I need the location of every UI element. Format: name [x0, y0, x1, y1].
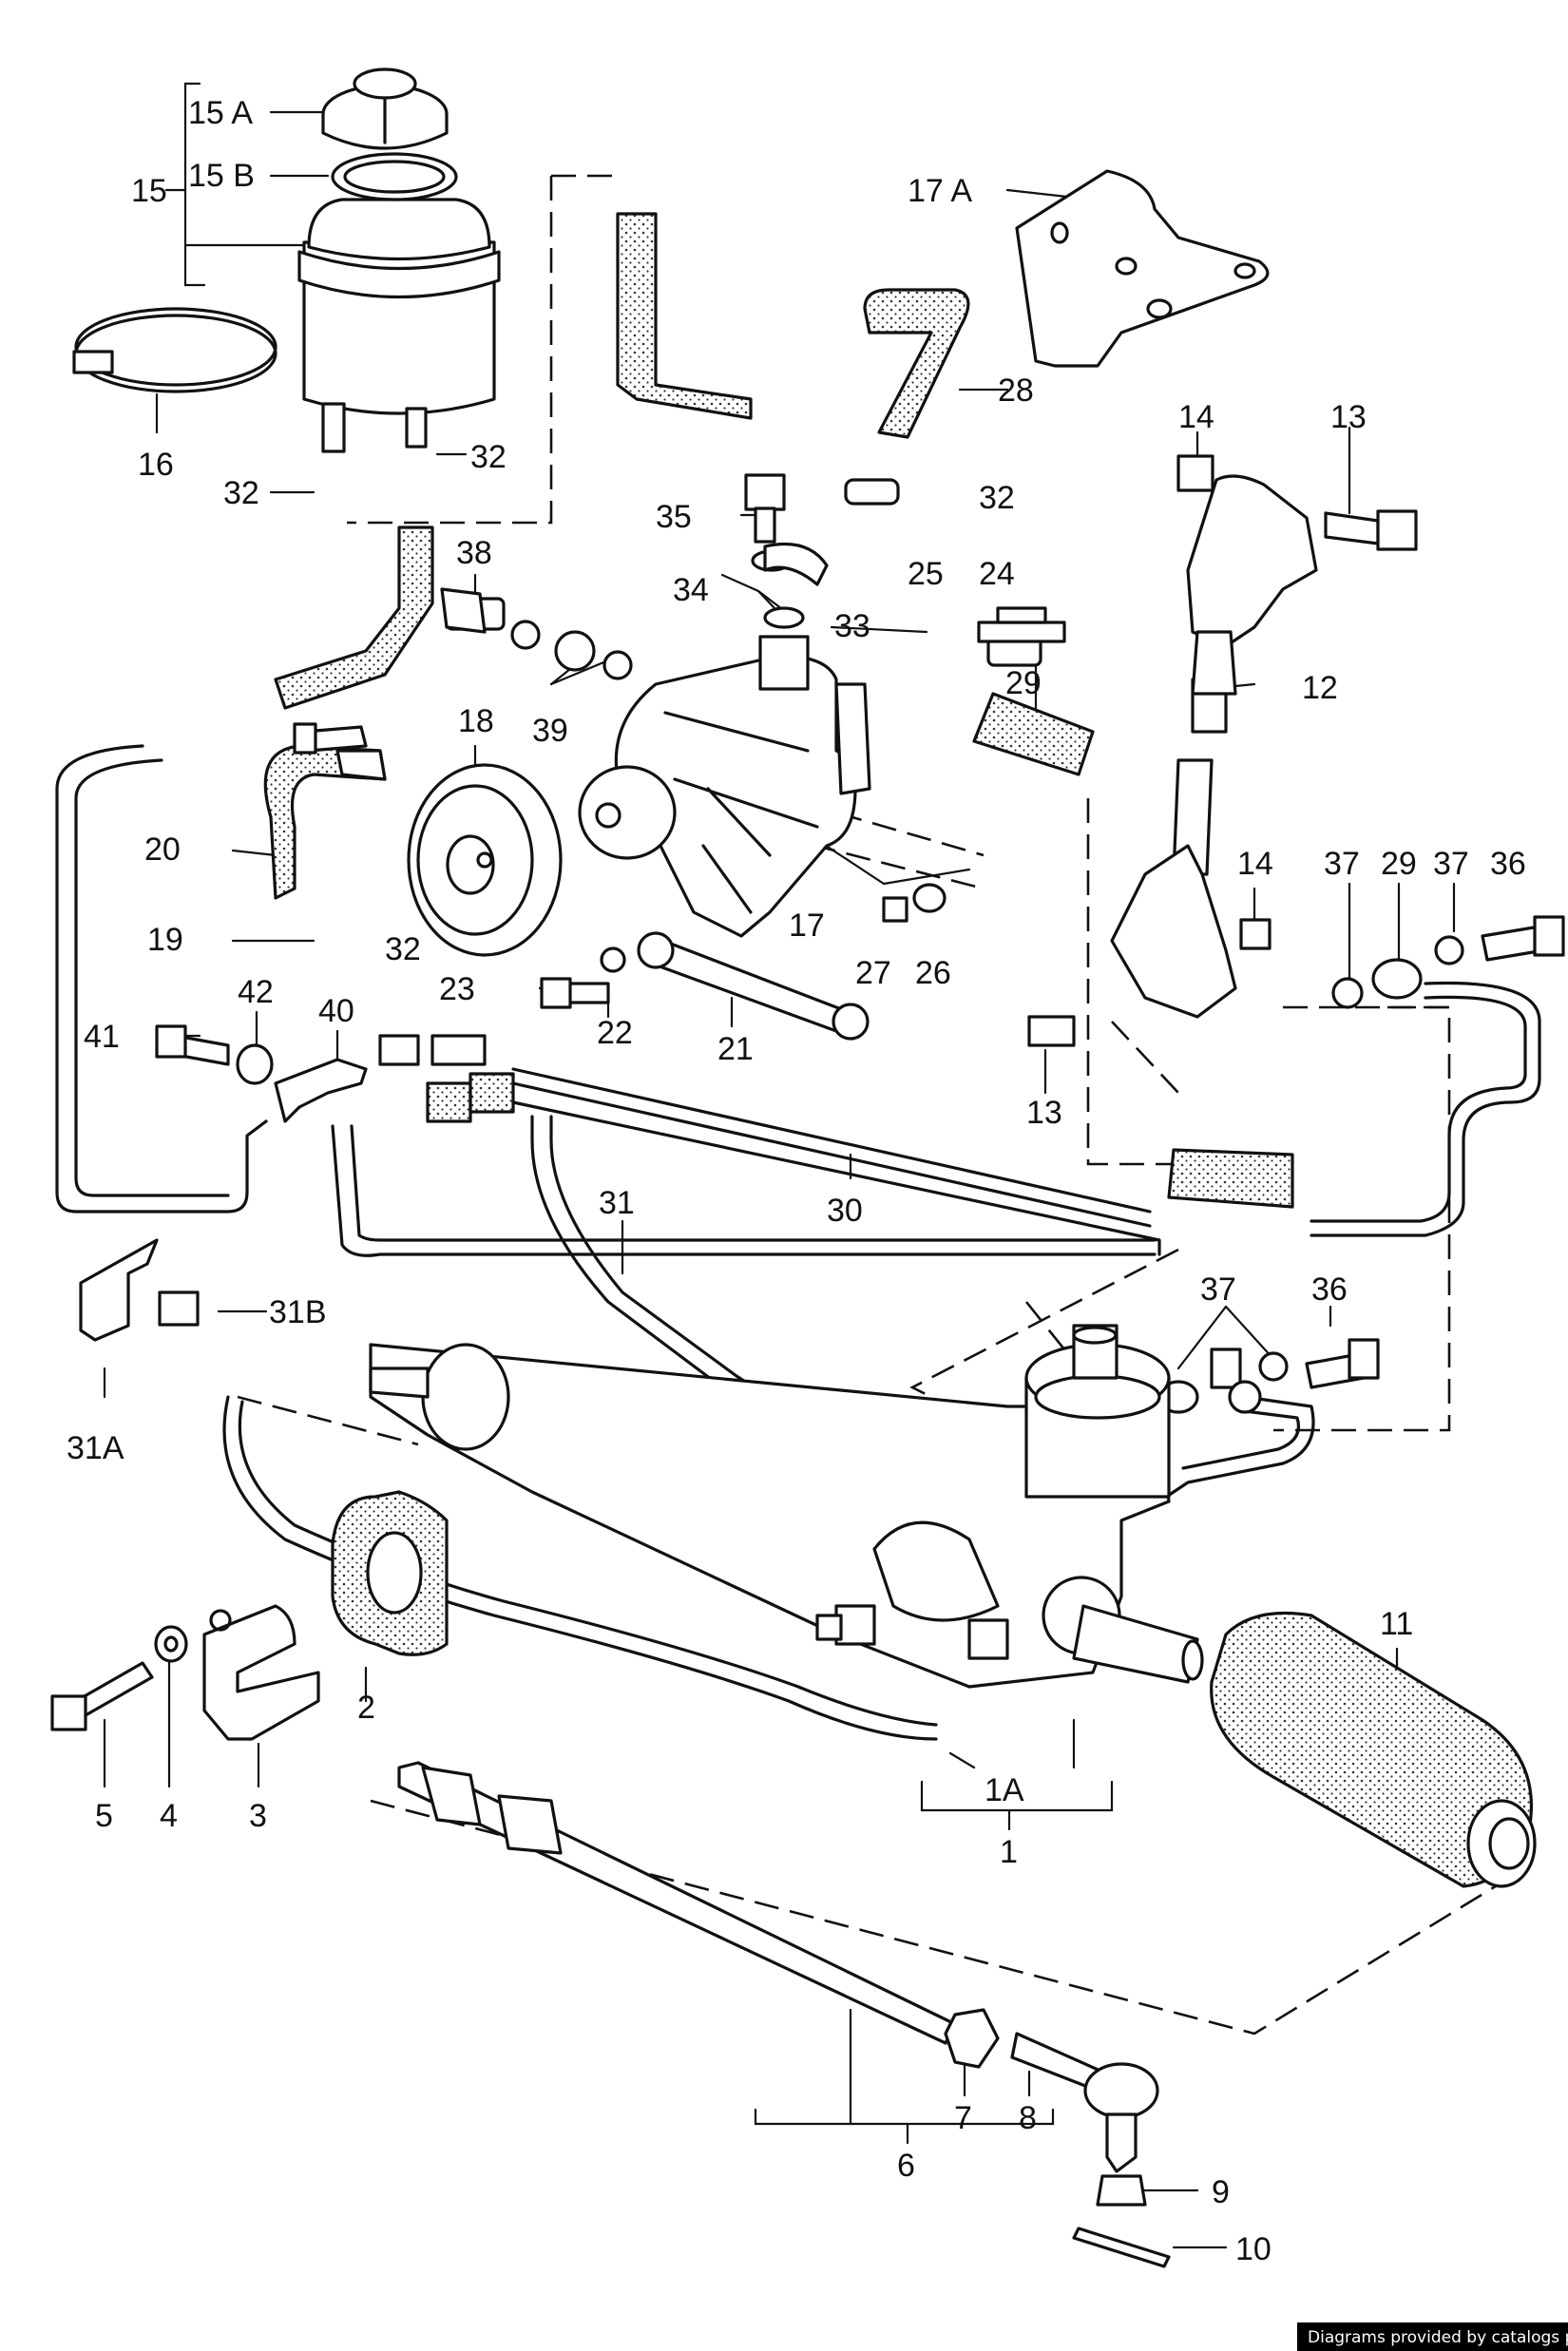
label-32: 32	[223, 475, 259, 511]
label-30: 30	[827, 1193, 863, 1229]
label-35: 35	[656, 499, 692, 535]
label-15B: 15 B	[188, 158, 255, 194]
label-23: 23	[439, 971, 475, 1007]
label-41: 41	[84, 1019, 120, 1055]
label-16: 16	[138, 447, 174, 483]
mount-clamp	[202, 1604, 320, 1741]
label-25: 25	[908, 556, 944, 592]
bracket-40	[274, 1058, 368, 1123]
label-2: 2	[357, 1690, 375, 1726]
pump-bracket-17A	[1015, 169, 1270, 368]
label-5: 5	[95, 1798, 113, 1834]
label-37: 37	[1200, 1271, 1236, 1308]
hoses	[55, 212, 1541, 1741]
label-32: 32	[470, 439, 507, 475]
bolt-5	[50, 1661, 154, 1731]
label-17A: 17 A	[908, 173, 972, 209]
label-37: 37	[1433, 846, 1469, 882]
power-steering-reservoir	[297, 198, 501, 453]
label-31: 31	[599, 1185, 635, 1221]
label-1: 1	[1000, 1834, 1018, 1870]
label-14: 14	[1237, 846, 1273, 882]
label-6: 6	[897, 2148, 915, 2184]
label-17: 17	[789, 908, 825, 944]
intermediate-steering-shaft	[1110, 474, 1318, 1019]
credit-text: Diagrams provided by catalogs parts	[1308, 2328, 1568, 2347]
label-15: 15	[131, 173, 167, 209]
label-32: 32	[979, 480, 1015, 516]
label-32: 32	[385, 931, 421, 967]
pump-pulley	[407, 763, 563, 957]
label-12: 12	[1302, 670, 1338, 706]
label-13: 13	[1026, 1095, 1062, 1131]
label-29: 29	[1005, 665, 1042, 701]
label-36: 36	[1311, 1271, 1348, 1308]
washer-4	[154, 1625, 188, 1663]
label-21: 21	[717, 1031, 754, 1067]
label-37: 37	[1324, 846, 1360, 882]
rack-boot	[1210, 1612, 1537, 1888]
drive-belt	[263, 744, 387, 900]
rack-mount-bushing	[331, 1490, 449, 1656]
label-14: 14	[1178, 399, 1214, 435]
cotter-pin-10	[1072, 2227, 1171, 2268]
lock-nut-7	[944, 2008, 1000, 2069]
label-22: 22	[597, 1015, 633, 1051]
label-11: 11	[1380, 1606, 1413, 1642]
reservoir-cap	[321, 67, 449, 150]
label-7: 7	[954, 2100, 972, 2136]
callout-labels: 15 A 15 B 15 16 32 32 17 A 28 14 13 32 3…	[67, 95, 1526, 2267]
bracket-31A	[79, 1238, 159, 1342]
castle-nut-9	[1096, 2174, 1147, 2207]
label-39: 39	[532, 713, 568, 749]
label-28: 28	[998, 373, 1034, 409]
label-29: 29	[1381, 846, 1417, 882]
reservoir-clamp	[72, 307, 277, 393]
tie-rod-end-8	[1010, 2032, 1159, 2173]
label-8: 8	[1019, 2100, 1037, 2136]
label-19: 19	[147, 922, 183, 958]
label-26: 26	[915, 955, 951, 991]
label-15A: 15 A	[188, 95, 253, 131]
label-9: 9	[1212, 2174, 1230, 2210]
fittings	[155, 454, 1565, 1414]
label-4: 4	[160, 1798, 178, 1834]
label-33: 33	[834, 608, 870, 644]
label-31A: 31A	[67, 1430, 124, 1466]
grommet-31B	[158, 1290, 200, 1327]
label-42: 42	[238, 974, 274, 1010]
label-13: 13	[1330, 399, 1367, 435]
power-steering-pump	[578, 635, 871, 938]
label-18: 18	[458, 703, 494, 739]
steering-rack	[369, 1324, 1204, 1689]
label-10: 10	[1235, 2231, 1272, 2267]
label-34: 34	[673, 572, 709, 608]
label-1A: 1A	[985, 1772, 1024, 1808]
label-24: 24	[979, 556, 1015, 592]
reservoir-seal-ring	[331, 152, 458, 201]
label-38: 38	[456, 535, 492, 571]
label-36: 36	[1490, 846, 1526, 882]
label-31B: 31B	[269, 1294, 327, 1330]
label-3: 3	[249, 1798, 267, 1834]
credit-badge: Diagrams provided by catalogs parts	[1297, 2322, 1568, 2351]
label-40: 40	[318, 993, 354, 1029]
label-20: 20	[144, 831, 181, 868]
label-27: 27	[855, 955, 891, 991]
tie-rod	[397, 1761, 957, 2045]
